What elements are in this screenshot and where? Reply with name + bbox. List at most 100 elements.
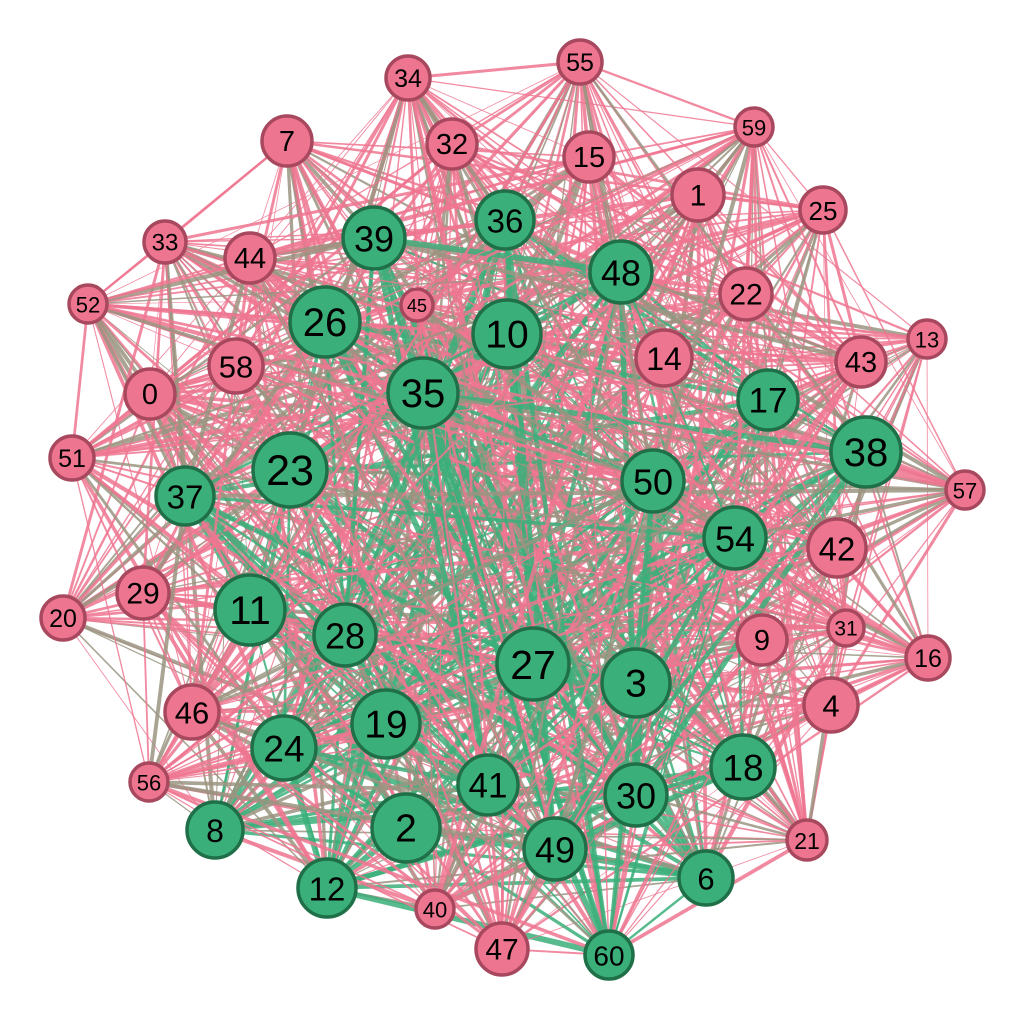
edge-13-55 <box>579 61 928 340</box>
node-label-35: 35 <box>401 372 446 416</box>
edge-28-47 <box>343 634 504 950</box>
edge-10-51 <box>71 331 508 461</box>
edge-23-41 <box>288 468 490 787</box>
node-circle-17 <box>736 368 800 432</box>
node-label-10: 10 <box>485 314 528 357</box>
node-circle-59 <box>733 106 775 148</box>
node-1: 1 <box>670 167 726 223</box>
node-35: 35 <box>386 356 460 430</box>
node-circle-24 <box>250 714 318 782</box>
node-circle-42 <box>806 517 868 579</box>
node-56: 56 <box>128 761 170 803</box>
node-circle-41 <box>456 753 520 817</box>
edge-43-49 <box>553 361 863 850</box>
node-55: 55 <box>556 38 604 86</box>
node-circle-37 <box>154 465 216 527</box>
node-circle-45 <box>399 287 435 323</box>
edge-50-58 <box>235 364 654 483</box>
edge-46-52 <box>87 303 193 713</box>
edge-30-35 <box>420 391 639 797</box>
node-circle-20 <box>39 594 87 642</box>
node-label-36: 36 <box>487 203 524 240</box>
node-24: 24 <box>250 714 318 782</box>
node-50: 50 <box>620 448 686 514</box>
node-33: 33 <box>142 219 188 265</box>
node-circle-8 <box>185 800 245 860</box>
node-51: 51 <box>48 434 96 482</box>
node-circle-60 <box>583 929 635 981</box>
edge-38-41 <box>487 451 867 786</box>
node-label-29: 29 <box>126 578 159 611</box>
edge-54-57 <box>734 488 966 540</box>
node-42: 42 <box>806 517 868 579</box>
node-45: 45 <box>399 287 435 323</box>
node-31: 31 <box>826 608 866 648</box>
edge-12-20 <box>62 617 328 889</box>
node-circle-28 <box>312 602 378 668</box>
node-32: 32 <box>425 117 479 171</box>
edge-6-12 <box>326 876 707 890</box>
edge-20-33 <box>61 241 167 619</box>
edge-31-34 <box>407 77 847 629</box>
edge-42-48 <box>620 271 838 549</box>
node-circle-9 <box>735 613 789 667</box>
node-label-38: 38 <box>844 431 889 475</box>
edge-31-49 <box>554 627 847 850</box>
edge-35-50 <box>422 391 654 483</box>
node-label-11: 11 <box>229 589 271 633</box>
node-circle-3 <box>600 647 672 719</box>
node-43: 43 <box>834 335 888 389</box>
node-label-31: 31 <box>834 618 857 641</box>
edge-6-31 <box>704 626 848 880</box>
edge-8-20 <box>62 617 216 831</box>
node-circle-30 <box>603 762 669 828</box>
edge-43-55 <box>579 61 862 363</box>
node-label-40: 40 <box>423 898 447 923</box>
edge-31-37 <box>184 495 847 629</box>
node-label-39: 39 <box>354 219 394 260</box>
node-12: 12 <box>296 857 358 919</box>
node-39: 39 <box>341 205 407 271</box>
edge-45-54 <box>415 303 737 540</box>
node-label-46: 46 <box>175 696 209 731</box>
node-label-59: 59 <box>742 116 766 141</box>
edge-21-47 <box>501 839 808 950</box>
edge-43-56 <box>148 361 862 783</box>
node-circle-12 <box>296 857 358 919</box>
edge-57-59 <box>753 126 966 491</box>
edge-28-37 <box>183 494 347 637</box>
node-circle-44 <box>223 231 277 285</box>
edge-25-46 <box>191 209 824 713</box>
node-7: 7 <box>260 114 314 168</box>
node-40: 40 <box>414 888 456 930</box>
edge-15-59 <box>588 126 755 158</box>
node-circle-1 <box>670 167 726 223</box>
node-52: 52 <box>67 283 109 325</box>
node-circle-19 <box>350 688 422 760</box>
edge-49-56 <box>148 780 556 851</box>
edge-43-54 <box>733 360 863 540</box>
node-17: 17 <box>736 368 800 432</box>
edge-52-57 <box>87 302 966 492</box>
node-circle-16 <box>904 634 952 682</box>
node-circle-55 <box>556 38 604 86</box>
node-29: 29 <box>115 565 171 621</box>
node-label-16: 16 <box>914 645 942 673</box>
node-label-52: 52 <box>76 293 100 318</box>
node-60: 60 <box>583 929 635 981</box>
node-circle-48 <box>588 239 654 305</box>
node-circle-51 <box>48 434 96 482</box>
edge-9-21 <box>760 639 809 841</box>
node-label-37: 37 <box>167 479 204 516</box>
node-label-2: 2 <box>395 808 417 851</box>
node-27: 27 <box>495 626 571 702</box>
node-9: 9 <box>735 613 789 667</box>
node-25: 25 <box>798 185 848 235</box>
edge-23-52 <box>87 303 291 471</box>
node-2: 2 <box>370 792 442 864</box>
edge-43-51 <box>71 361 862 459</box>
edge-15-52 <box>87 156 590 305</box>
node-label-28: 28 <box>325 616 365 657</box>
node-circle-18 <box>709 733 777 801</box>
